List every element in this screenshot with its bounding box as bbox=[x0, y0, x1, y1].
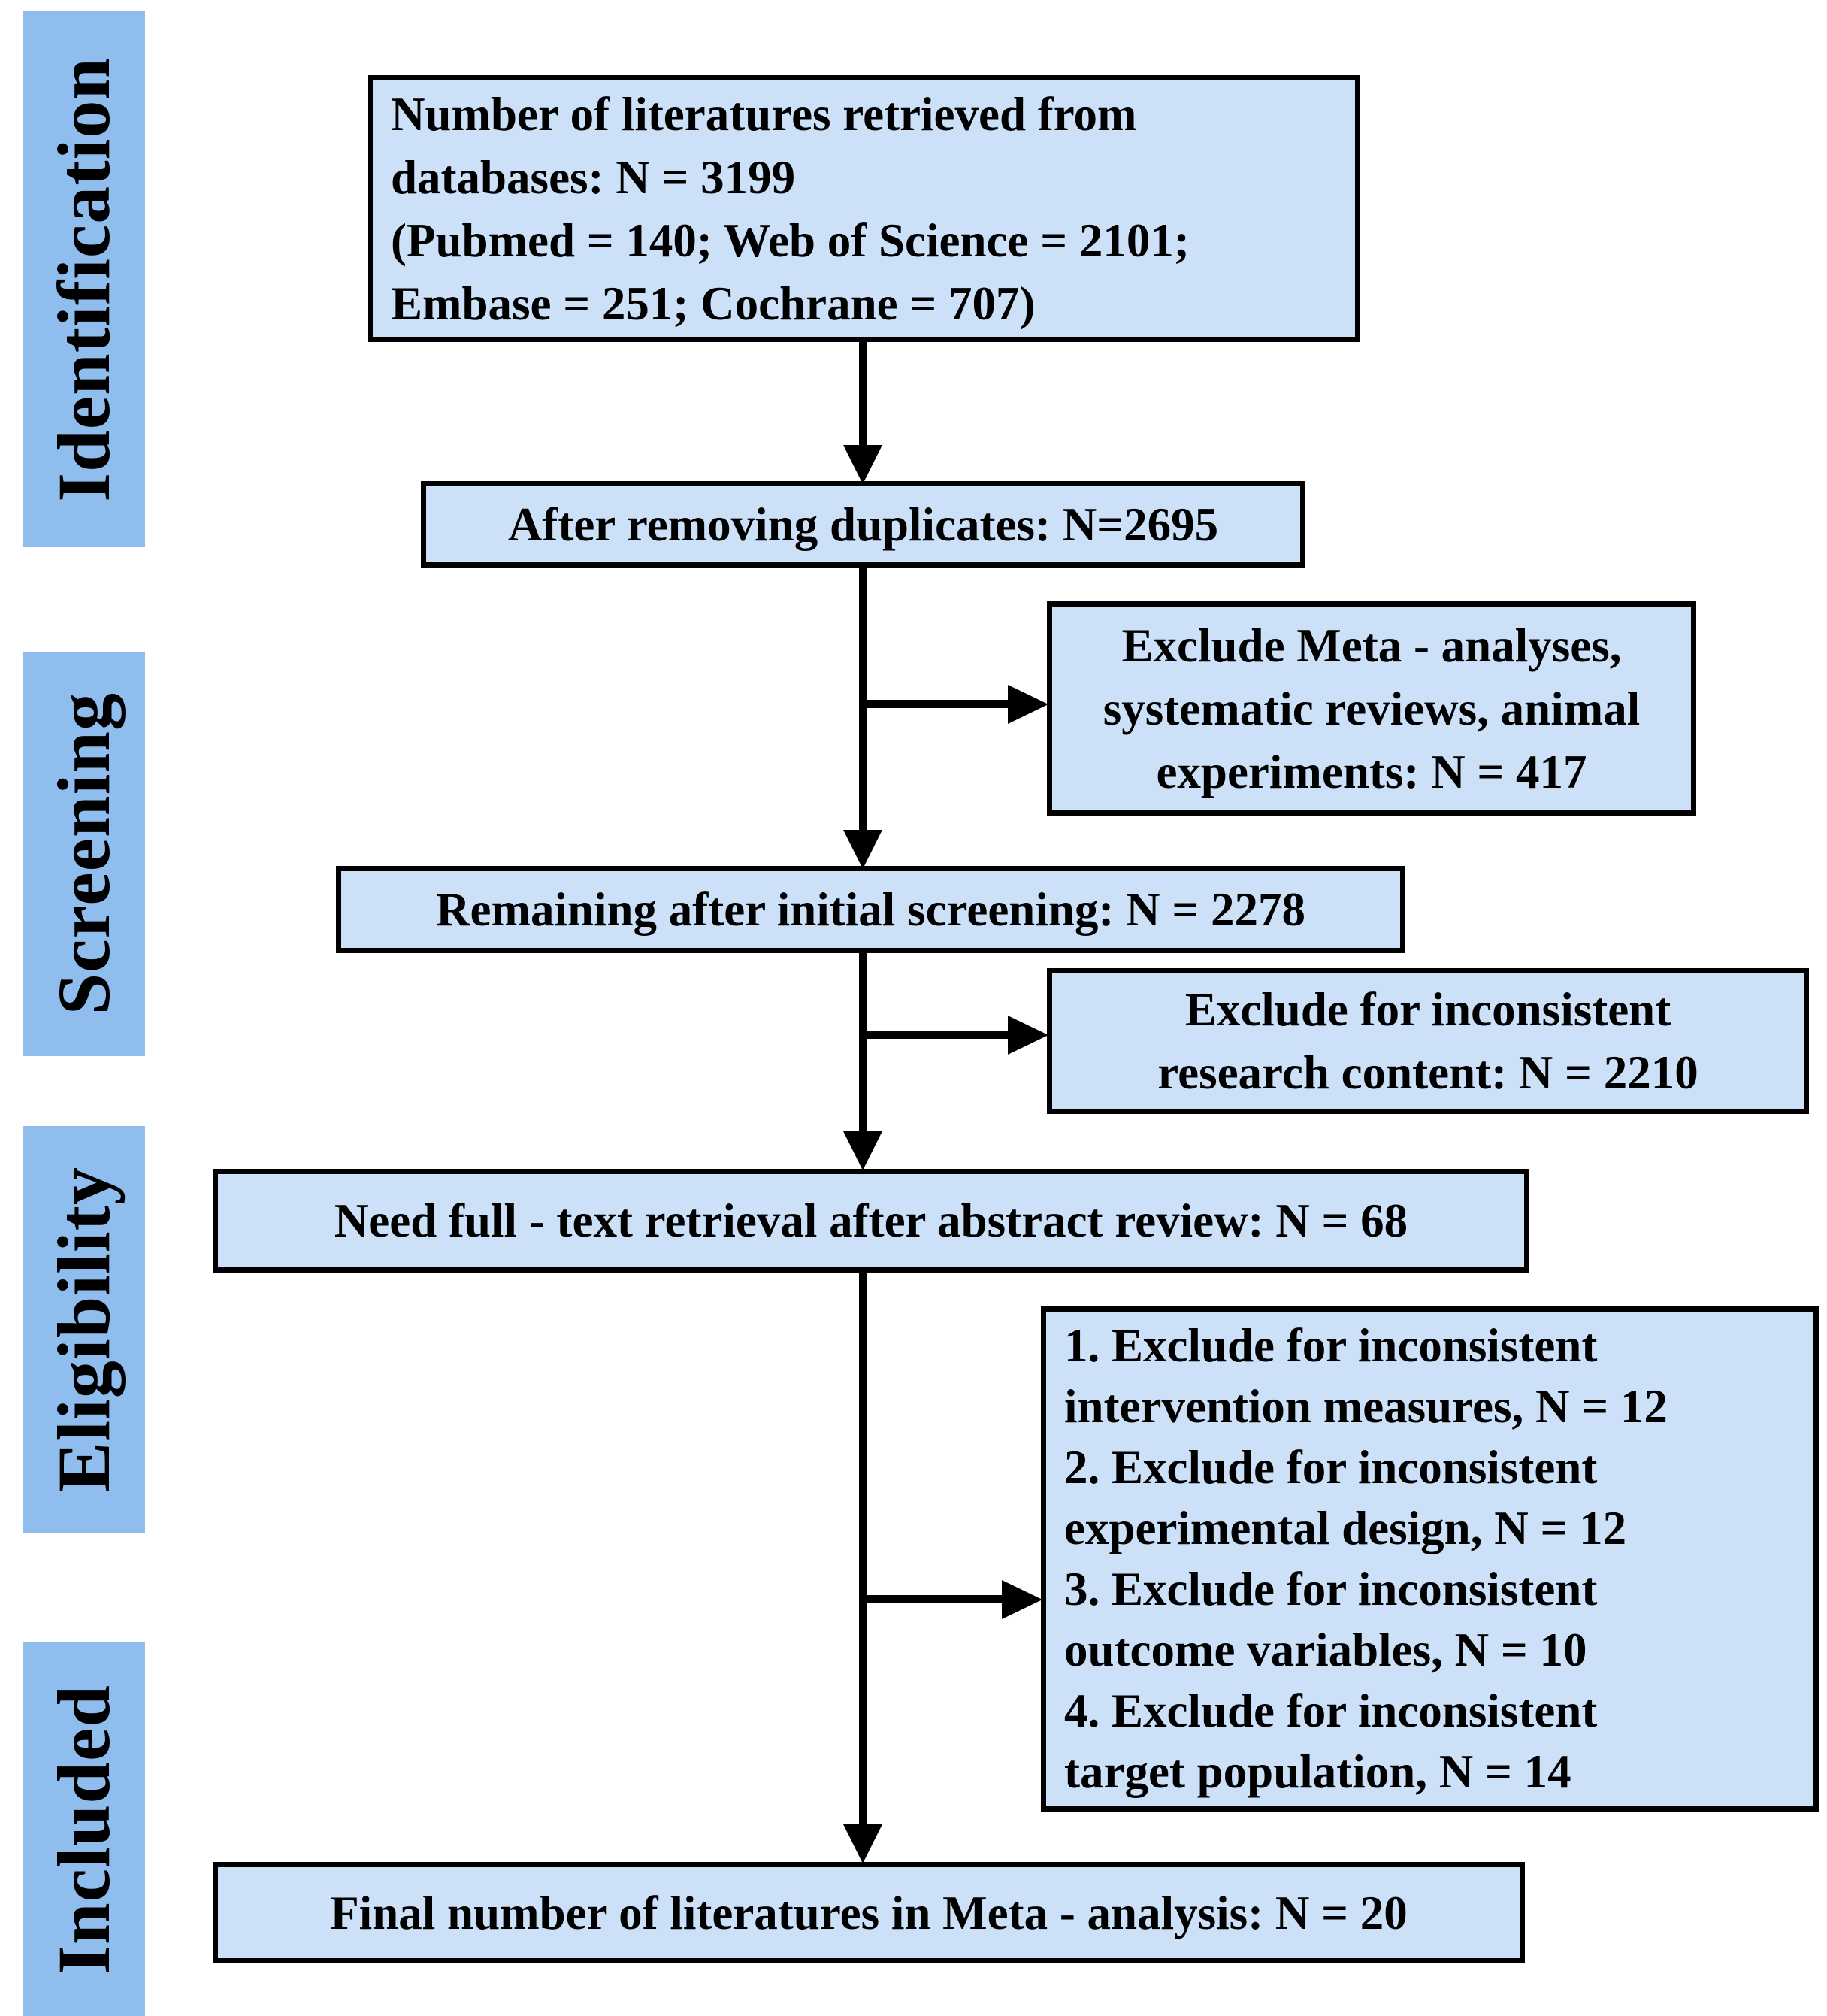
box-initial-screening: Remaining after initial screening: N = 2… bbox=[336, 866, 1405, 953]
stage-label-screening: Screening bbox=[42, 692, 126, 1016]
box-after-duplicates: After removing duplicates: N=2695 bbox=[421, 481, 1305, 568]
stage-label-eligibility: Eligibility bbox=[42, 1167, 126, 1493]
box-final-included: Final number of literatures in Meta - an… bbox=[213, 1862, 1525, 1963]
stage-band-eligibility: Eligibility bbox=[23, 1126, 145, 1533]
stage-band-screening: Screening bbox=[23, 652, 145, 1056]
box-exclude-screening: Exclude Meta - analyses, systematic revi… bbox=[1047, 601, 1696, 816]
stage-band-included: Included bbox=[23, 1642, 145, 2016]
stage-label-identification: Identification bbox=[42, 56, 126, 502]
box-retrieved: Number of literatures retrieved from dat… bbox=[368, 75, 1360, 342]
box-exclude-content: Exclude for inconsistent research conten… bbox=[1047, 968, 1809, 1114]
box-exclude-fulltext-reasons: 1. Exclude for inconsistent intervention… bbox=[1041, 1306, 1819, 1812]
stage-label-included: Included bbox=[42, 1684, 126, 1975]
stage-band-identification: Identification bbox=[23, 11, 145, 547]
box-fulltext-review: Need full - text retrieval after abstrac… bbox=[213, 1169, 1529, 1273]
